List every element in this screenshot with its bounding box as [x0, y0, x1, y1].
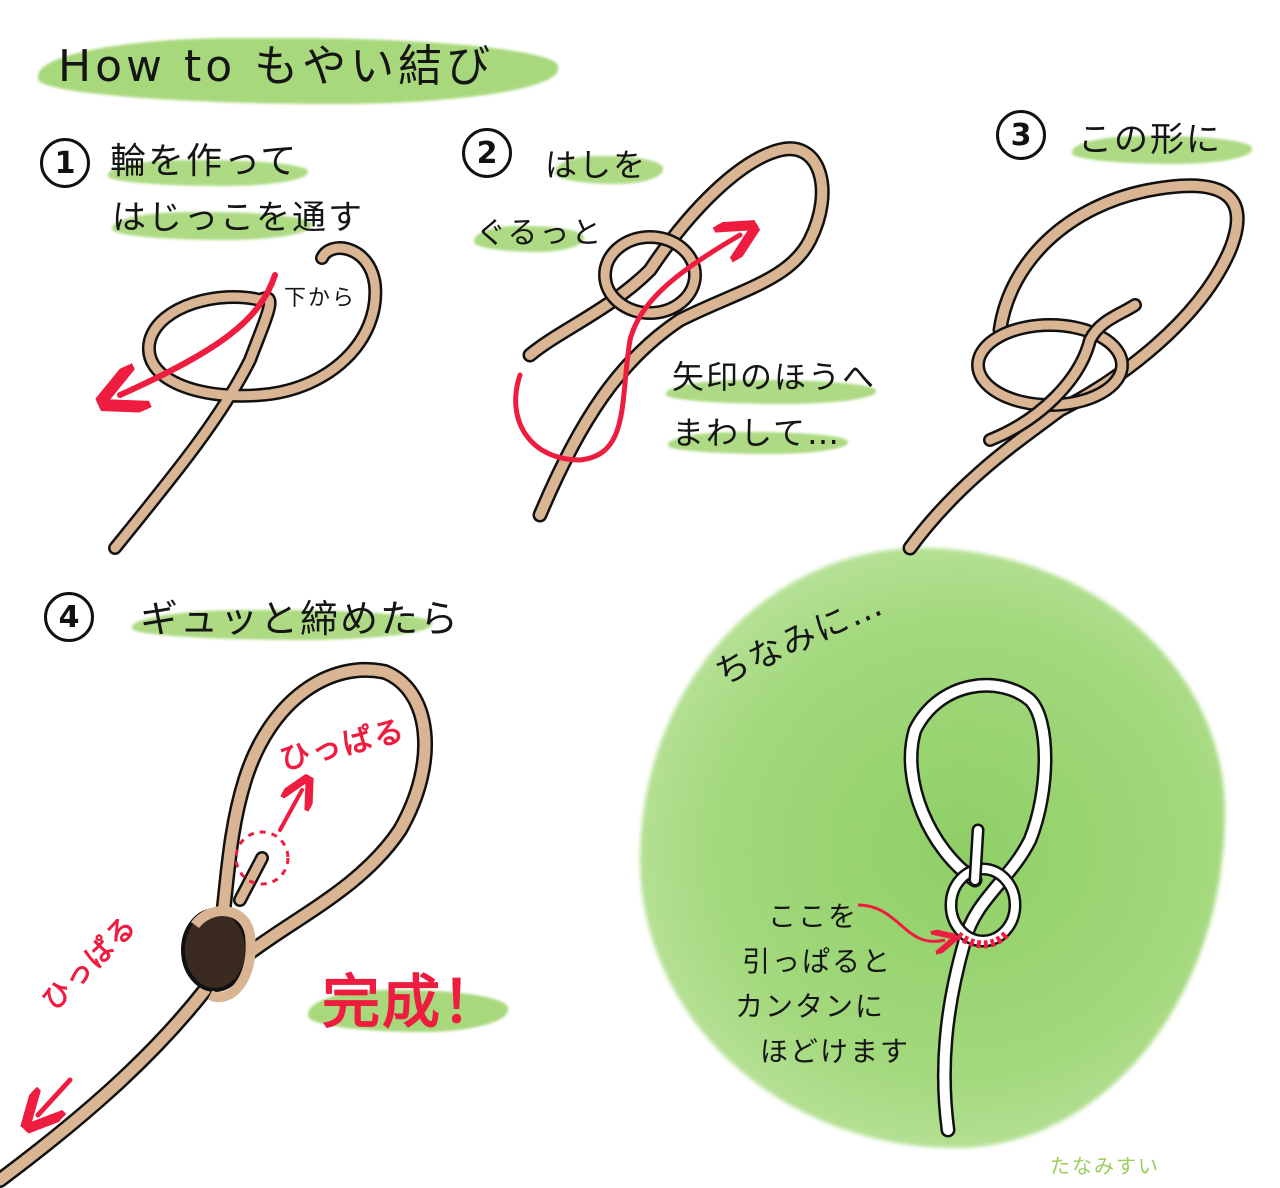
step-4-highlight	[132, 610, 432, 640]
step-3-number: 3	[996, 110, 1046, 160]
step-1-line-1: 輪を作って	[110, 141, 299, 182]
note-line-3: カンタンに	[735, 990, 886, 1023]
step-1-number: 1	[40, 138, 90, 188]
step-4-number: 4	[44, 592, 94, 642]
step-2-rope-icon	[513, 141, 830, 523]
step-3-line-1: この形に	[1078, 120, 1222, 160]
complete-highlight	[308, 990, 508, 1032]
title-highlight	[38, 38, 558, 104]
step-2-annotation-line-1: 矢印のほうへ	[672, 358, 877, 396]
note-line-1: ここを	[768, 900, 859, 933]
note-white-rope-icon	[857, 677, 1053, 1138]
step-3-highlight	[1072, 136, 1252, 164]
note-line-4: ほどけます	[760, 1035, 911, 1068]
signature: たなみすい	[1050, 1154, 1160, 1178]
step-2-annotation-line-2: まわして…	[672, 414, 842, 452]
step-1-highlight	[108, 160, 308, 186]
complete-label: 完成！	[322, 968, 503, 1036]
step-2-number: 2	[462, 128, 512, 178]
step-1-highlight-2	[112, 212, 312, 240]
step-2-annotation-highlight	[666, 380, 876, 404]
note-background-blob	[640, 548, 1225, 1148]
step-2-line-1: はしを	[545, 146, 648, 184]
step-2-highlight	[555, 156, 663, 184]
step-1-line-2: はじっこを通す	[112, 198, 364, 238]
step-1-annotation: 下から	[284, 286, 357, 311]
step-2-highlight-2	[474, 226, 584, 252]
step-2-annotation-highlight-2	[668, 432, 848, 454]
step-3-rope-icon	[902, 178, 1245, 556]
step-4-line-1: ギュッと締めたら	[140, 597, 461, 641]
step-2-line-2: ぐるっと	[476, 216, 604, 251]
step-4-rope-icon	[0, 661, 433, 1188]
step-1-rope-icon	[115, 241, 383, 555]
page-title: How to もやい結び	[58, 41, 495, 92]
note-line-2: 引っぱると	[742, 945, 893, 978]
